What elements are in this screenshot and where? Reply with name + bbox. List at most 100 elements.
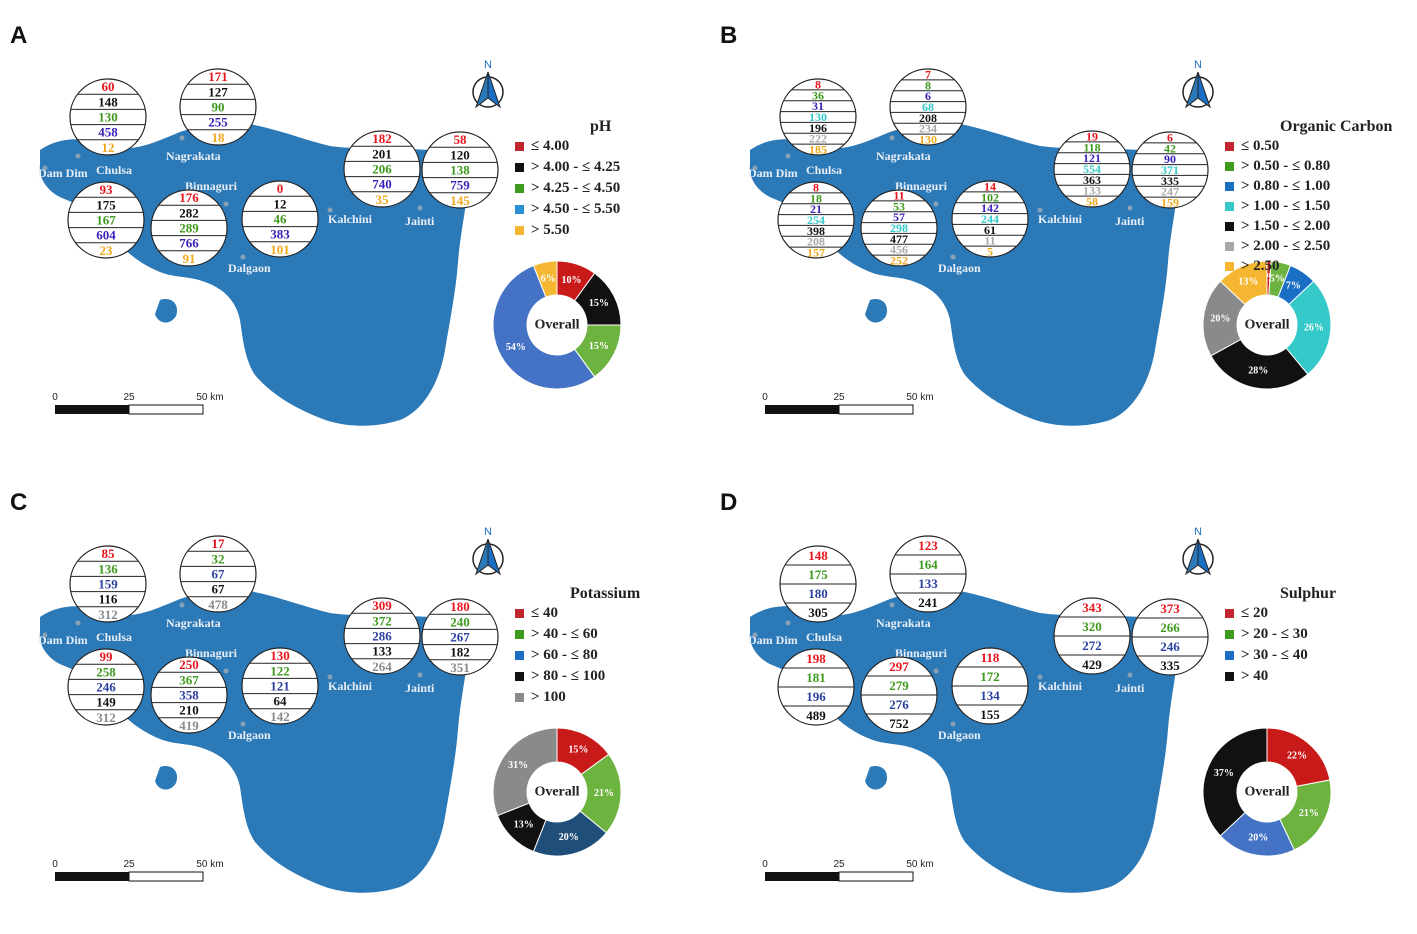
legend-title: Potassium bbox=[570, 585, 641, 602]
overall-donut: 15%21%20%13%31%Overall bbox=[492, 727, 622, 857]
circle-outline bbox=[343, 130, 421, 208]
count-value: 176 bbox=[179, 190, 199, 205]
donut-slice-label: 21% bbox=[594, 788, 614, 799]
legend-label: > 2.50 bbox=[1241, 258, 1280, 274]
legend-label: ≤ 40 bbox=[531, 605, 558, 621]
donut-slice-label: 20% bbox=[1210, 314, 1230, 325]
place-marker bbox=[417, 205, 423, 211]
count-value: 206 bbox=[372, 162, 392, 177]
count-value: 148 bbox=[808, 548, 828, 563]
count-value: 6 bbox=[1167, 130, 1173, 144]
place-label: Jainti bbox=[1115, 214, 1145, 228]
donut-slice-label: 15% bbox=[568, 745, 588, 756]
count-value: 130 bbox=[919, 133, 937, 147]
legend-swatch bbox=[1225, 630, 1234, 639]
circle-outline bbox=[150, 189, 228, 267]
place-label: Nagrakata bbox=[876, 149, 931, 163]
count-value: 255 bbox=[208, 115, 228, 130]
count-value: 18 bbox=[810, 191, 822, 205]
place-marker bbox=[42, 165, 48, 171]
overall-donut: 1%5%7%26%28%20%13%Overall bbox=[1202, 260, 1332, 390]
place-label: Dalgaon bbox=[228, 261, 271, 275]
legend-label: > 80 - ≤ 100 bbox=[531, 668, 606, 684]
count-value: 157 bbox=[807, 246, 825, 260]
count-value: 121 bbox=[1083, 151, 1101, 165]
donut-slice-label: 5% bbox=[1270, 274, 1285, 285]
legend-swatch bbox=[1225, 672, 1234, 681]
donut-slice bbox=[532, 260, 558, 298]
place-marker bbox=[889, 602, 895, 608]
place-marker bbox=[223, 201, 229, 207]
count-value: 279 bbox=[889, 678, 909, 693]
legend-swatch bbox=[515, 672, 524, 681]
legend-swatch bbox=[515, 693, 524, 702]
legend-label: > 0.80 - ≤ 1.00 bbox=[1241, 178, 1331, 194]
legend-swatch bbox=[1225, 262, 1234, 271]
river-gap bbox=[886, 284, 944, 358]
legend-label: > 4.50 - ≤ 5.50 bbox=[531, 201, 621, 217]
count-value: 42 bbox=[1164, 141, 1176, 155]
legend-swatch bbox=[1225, 609, 1234, 618]
legend-item: > 0.50 - ≤ 0.80 bbox=[1225, 158, 1330, 175]
legend-swatch bbox=[1225, 162, 1234, 171]
donut-slice-label: 26% bbox=[1304, 322, 1324, 333]
donut-slice-label: 7% bbox=[1286, 281, 1301, 292]
count-value: 133 bbox=[1083, 184, 1101, 198]
legend-label: > 100 bbox=[531, 689, 566, 705]
count-value: 489 bbox=[806, 708, 826, 723]
count-value: 23 bbox=[100, 243, 114, 258]
count-value: 272 bbox=[1082, 638, 1102, 653]
count-value: 67 bbox=[212, 582, 226, 597]
donut-slice-label: 21% bbox=[1299, 808, 1319, 819]
count-value: 429 bbox=[1082, 657, 1102, 672]
circle-outline bbox=[179, 68, 257, 146]
count-value: 57 bbox=[893, 210, 905, 224]
place-label: Dam Dim bbox=[38, 166, 88, 180]
scale-label: 25 bbox=[833, 392, 845, 403]
place-marker bbox=[785, 153, 791, 159]
donut-slice-label: 15% bbox=[589, 298, 609, 309]
count-value: 372 bbox=[372, 613, 392, 628]
count-value: 181 bbox=[806, 670, 826, 685]
count-value: 335 bbox=[1160, 658, 1180, 673]
legend-swatch bbox=[515, 609, 524, 618]
count-value: 740 bbox=[372, 177, 392, 192]
place-label: Dalgaon bbox=[938, 261, 981, 275]
north-arrow-icon: N bbox=[1182, 59, 1214, 109]
count-value: 99 bbox=[100, 649, 114, 664]
island bbox=[155, 299, 178, 323]
north-arrow-icon: N bbox=[472, 526, 504, 576]
count-value: 258 bbox=[96, 664, 116, 679]
count-value: 130 bbox=[270, 648, 290, 663]
place-label: Chulsa bbox=[806, 630, 842, 644]
count-value: 122 bbox=[270, 663, 290, 678]
count-value: 210 bbox=[179, 703, 199, 718]
island bbox=[155, 766, 178, 790]
count-value: 247 bbox=[1161, 185, 1179, 199]
place-marker bbox=[327, 674, 333, 680]
place-marker bbox=[240, 254, 246, 260]
legend-label: > 4.25 - ≤ 4.50 bbox=[531, 180, 621, 196]
donut-slice-label: 54% bbox=[506, 342, 526, 353]
scale-label: 25 bbox=[123, 859, 135, 870]
count-value: 196 bbox=[809, 121, 827, 135]
place-marker bbox=[179, 135, 185, 141]
count-value: 267 bbox=[450, 630, 470, 645]
circle-outline bbox=[241, 180, 319, 258]
count-value: 8 bbox=[925, 78, 931, 92]
place-marker bbox=[75, 153, 81, 159]
count-value: 175 bbox=[96, 197, 116, 212]
